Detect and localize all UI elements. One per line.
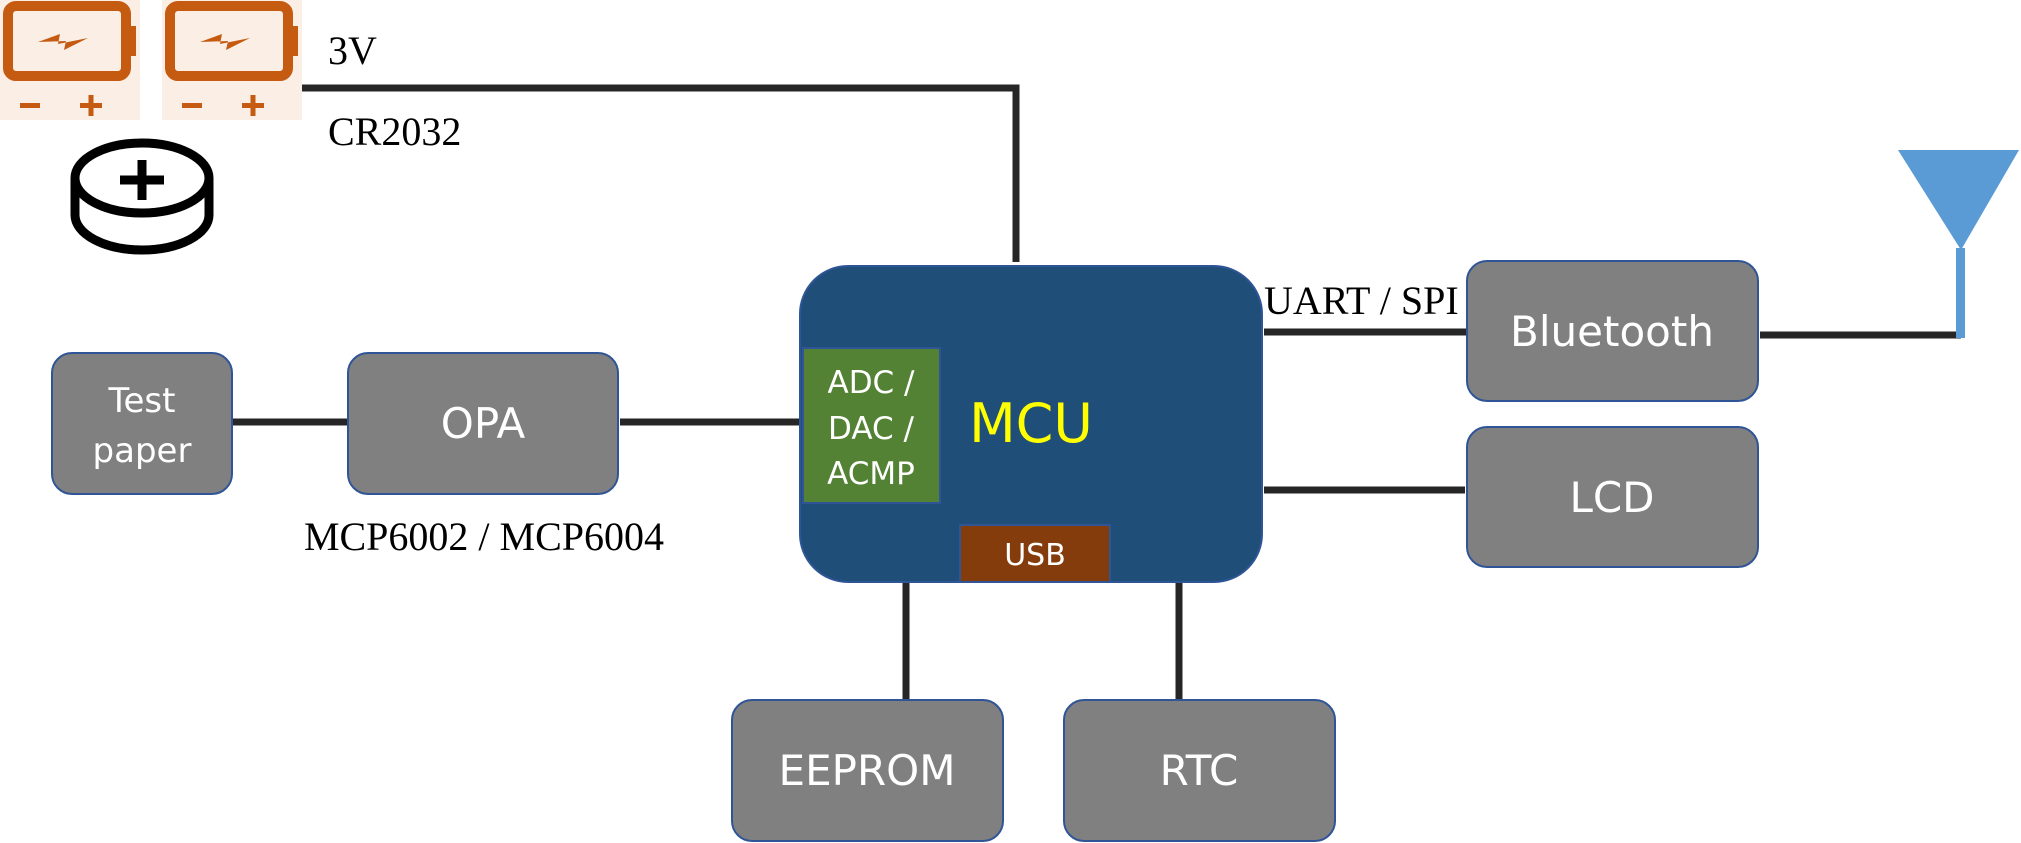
test-paper-block: Test paper — [51, 352, 233, 495]
voltage-label: 3V — [328, 28, 377, 73]
uart-spi-label: UART / SPI — [1264, 278, 1459, 323]
antenna-icon — [1898, 150, 2019, 338]
adc-label-line3: ACMP — [827, 456, 915, 492]
opa-label: OPA — [441, 399, 526, 448]
usb-block: USB — [959, 524, 1111, 583]
adc-label-line1: ADC / — [827, 365, 915, 401]
lcd-block: LCD — [1466, 426, 1759, 568]
lcd-label: LCD — [1569, 473, 1654, 522]
rtc-label: RTC — [1160, 746, 1239, 795]
bluetooth-block: Bluetooth — [1466, 260, 1759, 402]
power-wire — [300, 84, 1020, 262]
mcu-label: MCU — [969, 392, 1093, 455]
test-paper-label-line1: Test — [108, 381, 176, 421]
battery-model-label: CR2032 — [328, 109, 461, 154]
adc-label-line2: DAC / — [828, 411, 914, 447]
rtc-block: RTC — [1063, 699, 1336, 842]
coin-cell-icon — [70, 138, 214, 255]
battery-icon — [0, 0, 140, 120]
wires — [232, 84, 1961, 702]
battery-icon — [162, 0, 302, 120]
eeprom-label: EEPROM — [779, 746, 956, 795]
test-paper-label-line2: paper — [93, 431, 192, 471]
opa-block: OPA — [347, 352, 619, 495]
bluetooth-label: Bluetooth — [1510, 307, 1714, 356]
eeprom-block: EEPROM — [731, 699, 1004, 842]
usb-label: USB — [1004, 538, 1066, 573]
opa-part-label: MCP6002 / MCP6004 — [304, 514, 664, 559]
adc-dac-acmp-block: ADC / DAC / ACMP — [802, 347, 941, 504]
